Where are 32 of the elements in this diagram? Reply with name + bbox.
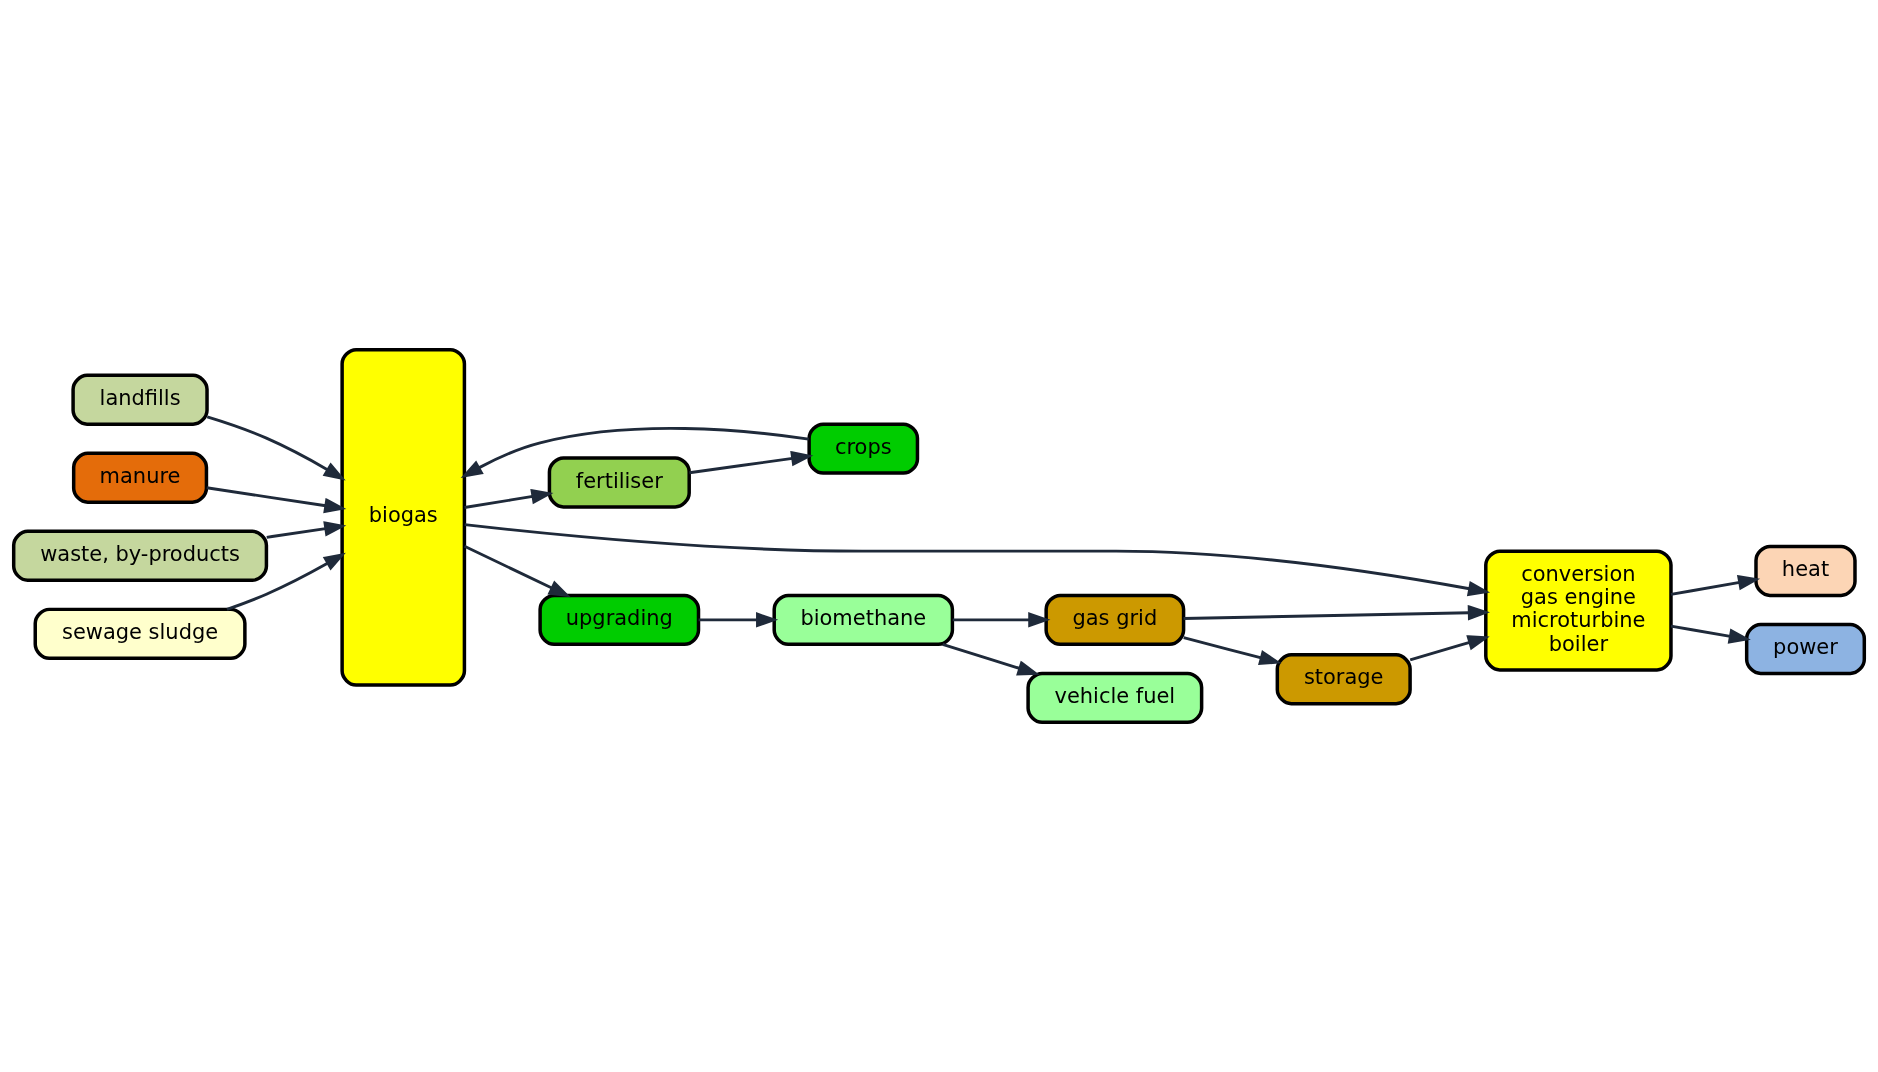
node-box: power	[1744, 622, 1867, 676]
arrow	[1183, 636, 1282, 666]
arrow	[206, 415, 346, 481]
node-box: storage	[1275, 653, 1412, 706]
node-box: vehicle fuel	[1026, 671, 1204, 725]
arrow	[689, 450, 814, 475]
arrow	[698, 612, 779, 628]
arrow	[942, 642, 1040, 676]
arrow	[460, 427, 809, 479]
node-box: landfills	[71, 373, 209, 426]
arrow	[1670, 574, 1761, 596]
arrow	[463, 544, 571, 598]
node-box: waste, by-products	[11, 529, 269, 582]
arrow	[464, 488, 554, 509]
node-box: biomethane	[772, 593, 955, 647]
arrow	[1183, 605, 1490, 621]
node-box: gas grid	[1044, 593, 1186, 647]
arrow	[226, 552, 346, 611]
arrow	[266, 521, 347, 539]
node-box: upgrading	[538, 593, 701, 647]
node-box: sewage sludge	[33, 607, 247, 661]
arrow	[1409, 635, 1490, 662]
node-box: fertiliser	[547, 456, 691, 509]
node-box: manure	[71, 451, 209, 504]
node-box: crops	[807, 422, 920, 475]
arrow	[206, 486, 347, 514]
node-box: conversion gas engine microturbine boiler	[1484, 549, 1673, 672]
node-box: biogas	[340, 347, 467, 687]
node-box: heat	[1754, 544, 1857, 598]
arrow	[952, 612, 1051, 628]
arrow	[1670, 624, 1751, 644]
arrow	[464, 523, 1491, 597]
